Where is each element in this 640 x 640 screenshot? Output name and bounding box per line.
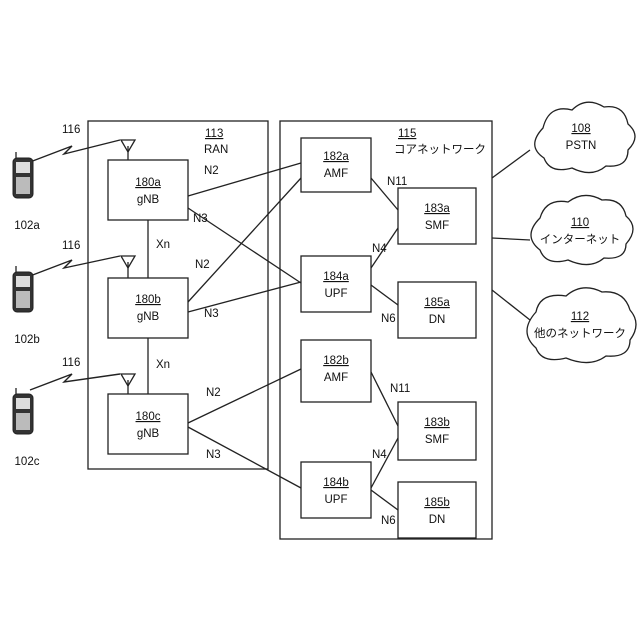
node-label: AMF [324, 168, 348, 180]
interface-label-n2: N2 [195, 259, 210, 271]
ran-label: RAN [204, 144, 228, 156]
interface-label-xn: Xn [156, 359, 170, 371]
interface-label-n6: N6 [381, 313, 396, 325]
interface-label-n11: N11 [387, 176, 407, 188]
wtru-ref: 102c [15, 456, 40, 468]
node-label: DN [429, 314, 446, 326]
radio-link-bolt [30, 374, 120, 390]
mobile-phone-icon[interactable] [13, 266, 33, 312]
mobile-phone-icon[interactable] [13, 152, 33, 198]
interface-label-n2: N2 [204, 165, 219, 177]
core-network-label: コアネットワーク [394, 143, 486, 156]
interface-label-n6: N6 [381, 515, 396, 527]
radio-link-bolt [30, 140, 120, 162]
interface-label-n3: N3 [204, 308, 219, 320]
network-cloud-other[interactable]: 112 他のネットワーク [527, 288, 636, 363]
interface-label-n11: N11 [390, 383, 410, 395]
radio-link-ref: 116 [62, 240, 80, 252]
node-ref: 180c [136, 411, 161, 423]
radio-link-ref: 116 [62, 357, 80, 369]
gnb-node-a[interactable]: 180a gNB [108, 160, 188, 220]
node-ref: 184a [323, 271, 349, 283]
smf-node-a[interactable]: 183a SMF [398, 188, 476, 244]
core-network-ref: 115 [398, 128, 416, 140]
dn-node-b[interactable]: 185b DN [398, 482, 476, 538]
amf-node-a[interactable]: 182a AMF [301, 138, 371, 192]
upf-node-b[interactable]: 184b UPF [301, 462, 371, 518]
network-ref: 112 [571, 311, 589, 323]
network-ref: 110 [571, 217, 589, 229]
amf-node-b[interactable]: 182b AMF [301, 340, 371, 402]
interface-label-n3: N3 [206, 449, 221, 461]
interface-label-n4: N4 [372, 243, 387, 255]
node-ref: 180b [135, 294, 161, 306]
node-label: gNB [137, 194, 160, 206]
dn-node-a[interactable]: 185a DN [398, 282, 476, 338]
gnb-node-b[interactable]: 180b gNB [108, 278, 188, 338]
node-ref: 185b [424, 497, 450, 509]
network-cloud-internet[interactable]: 110 インターネット [531, 195, 633, 264]
node-ref: 182b [323, 355, 349, 367]
upf-node-a[interactable]: 184a UPF [301, 256, 371, 312]
node-label: DN [429, 514, 446, 526]
ran-ref: 113 [205, 128, 223, 140]
node-label: AMF [324, 372, 348, 384]
radio-link-bolt [30, 256, 120, 276]
interface-label-n2: N2 [206, 387, 221, 399]
node-label: UPF [325, 288, 348, 300]
gnb-node-c[interactable]: 180c gNB [108, 394, 188, 454]
node-ref: 184b [323, 477, 349, 489]
network-label: 他のネットワーク [534, 327, 626, 340]
cloud-icon [531, 195, 633, 264]
node-ref: 180a [135, 177, 161, 189]
network-cloud-pstn[interactable]: 108 PSTN [535, 102, 635, 172]
interface-label-xn: Xn [156, 239, 170, 251]
mobile-phone-icon[interactable] [13, 388, 33, 434]
interface-label-n4: N4 [372, 449, 387, 461]
antenna-icon [121, 256, 135, 278]
node-ref: 183a [424, 203, 450, 215]
antenna-icon [121, 374, 135, 394]
cloud-icon [527, 288, 636, 363]
node-ref: 185a [424, 297, 450, 309]
node-label: gNB [137, 311, 160, 323]
wtru-ref: 102a [14, 220, 40, 232]
cloud-icon [535, 102, 635, 172]
network-label: PSTN [566, 140, 597, 152]
node-label: SMF [425, 434, 449, 446]
node-ref: 183b [424, 417, 450, 429]
interface-label-n3: N3 [193, 213, 208, 225]
network-ref: 108 [571, 123, 590, 135]
node-label: gNB [137, 428, 160, 440]
smf-node-b[interactable]: 183b SMF [398, 402, 476, 460]
node-label: SMF [425, 220, 449, 232]
network-label: インターネット [540, 233, 621, 246]
node-label: UPF [325, 494, 348, 506]
node-ref: 182a [323, 151, 349, 163]
radio-link-ref: 116 [62, 124, 80, 136]
wtru-ref: 102b [14, 334, 40, 346]
antenna-icon [121, 140, 135, 160]
